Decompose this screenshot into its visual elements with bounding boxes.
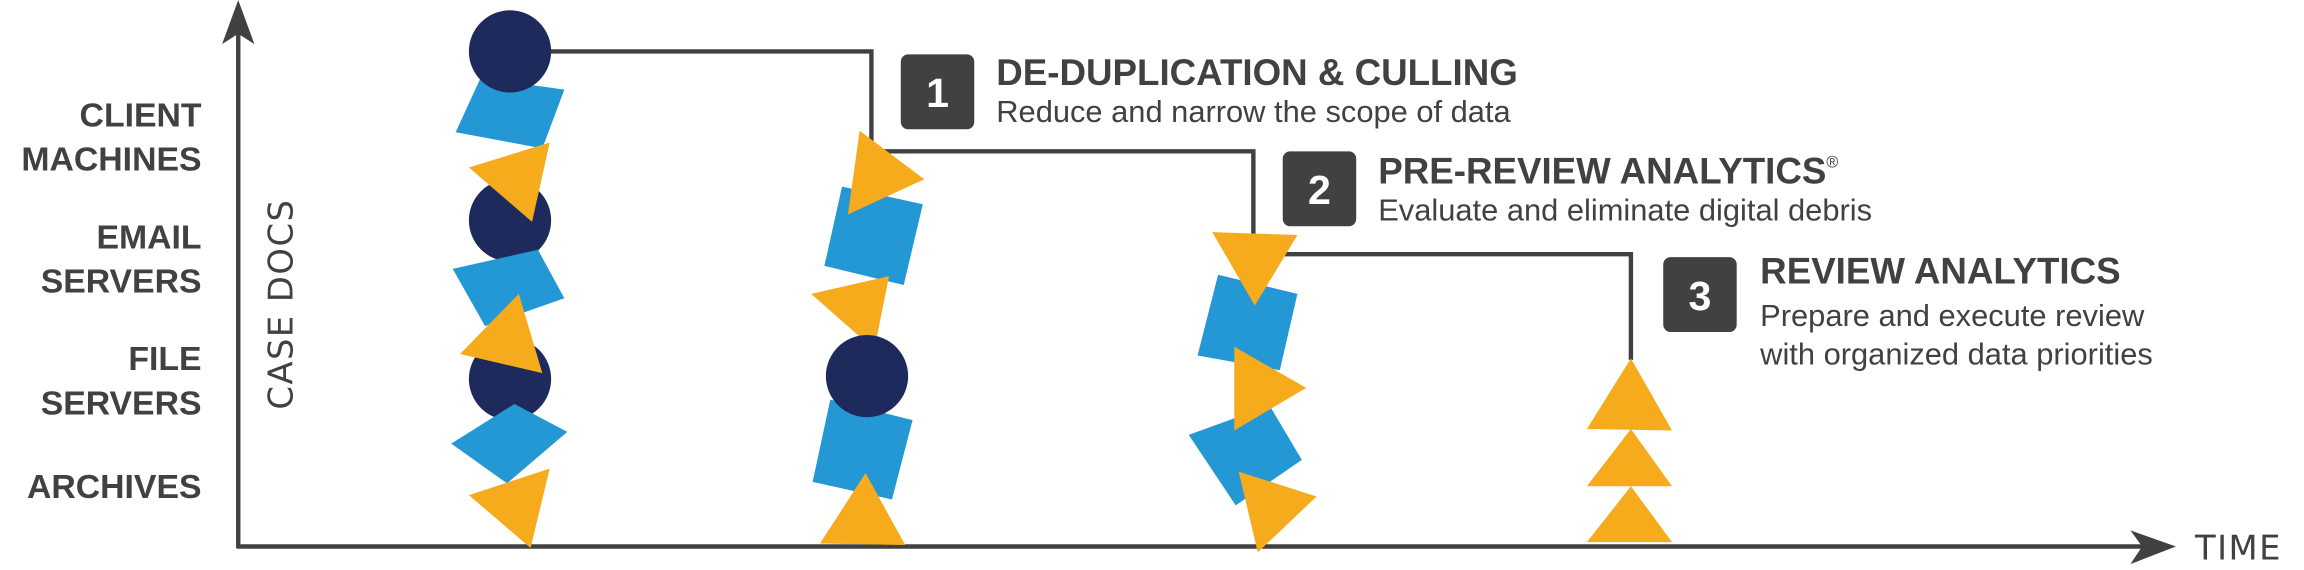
- step-title: REVIEW ANALYTICS: [1760, 251, 2120, 292]
- triangle-shape: [1586, 428, 1673, 487]
- triangle-shape: [1212, 232, 1298, 306]
- y-label-machines: MACHINES: [21, 140, 201, 178]
- shapes-column-1: [451, 10, 568, 548]
- triangle-shape: [468, 468, 550, 548]
- y-label-client: CLIENT: [80, 96, 202, 134]
- step-badge: [1663, 257, 1737, 333]
- step-1: 1 DE-DUPLICATION & CULLING Reduce and na…: [900, 52, 1518, 130]
- y-axis-title: CASE DOCS: [262, 199, 301, 410]
- y-label-email: EMAIL: [96, 218, 201, 256]
- triangle-shape: [1586, 486, 1673, 543]
- triangle-shape: [1238, 471, 1317, 553]
- step-number: 1: [926, 70, 949, 116]
- y-axis-arrow-icon: [222, 0, 255, 45]
- step-2: 2 PRE-REVIEW ANALYTICS® Evaluate and eli…: [1282, 151, 1872, 227]
- registered-mark: ®: [1826, 153, 1838, 171]
- triangle-shape: [847, 130, 925, 215]
- shapes-column-2: [811, 130, 925, 546]
- step-title: DE-DUPLICATION & CULLING: [996, 52, 1518, 93]
- step-number: 3: [1689, 273, 1712, 319]
- x-axis-title: TIME: [2194, 529, 2282, 568]
- square-shape: [451, 403, 568, 484]
- square-shape: [812, 399, 913, 500]
- y-label-servers-2: SERVERS: [41, 384, 202, 422]
- step-description-line-1: Prepare and execute review: [1760, 298, 2145, 333]
- square-shape: [1188, 405, 1302, 506]
- y-label-archives: ARCHIVES: [27, 468, 201, 506]
- y-label-servers: SERVERS: [41, 262, 202, 300]
- triangle-shape: [1586, 358, 1673, 431]
- shapes-column-4: [1586, 358, 1673, 543]
- step-description: Reduce and narrow the scope of data: [996, 94, 1511, 129]
- circle-shape: [468, 10, 552, 93]
- step-badge: [1282, 151, 1357, 227]
- x-axis-arrow-icon: [2130, 530, 2176, 565]
- circle-shape: [825, 334, 909, 418]
- square-shape: [455, 77, 565, 149]
- square-shape: [1197, 274, 1298, 371]
- step-description: Evaluate and eliminate digital debris: [1378, 192, 1872, 227]
- step-title-text: PRE-REVIEW ANALYTICS: [1378, 151, 1826, 192]
- square-shape: [452, 249, 565, 327]
- step-3: 3 REVIEW ANALYTICS Prepare and execute r…: [1663, 251, 2153, 371]
- step-number: 2: [1308, 167, 1331, 213]
- triangle-shape: [468, 142, 550, 222]
- step-line: [510, 49, 1634, 360]
- triangle-shape: [819, 473, 906, 546]
- step-badge: [900, 54, 975, 130]
- triangle-shape: [811, 276, 890, 350]
- triangle-shape: [460, 293, 543, 374]
- triangle-shape: [1234, 346, 1307, 431]
- step-description-line-2: with organized data priorities: [1759, 336, 2153, 371]
- step-title: PRE-REVIEW ANALYTICS®: [1378, 151, 1838, 192]
- y-label-file: FILE: [128, 340, 201, 378]
- shapes-column-3: [1188, 232, 1317, 553]
